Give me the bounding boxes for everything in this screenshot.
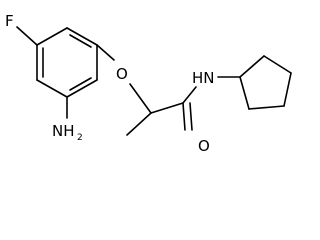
cyclopentane-ring (239, 55, 292, 110)
cp-bond-3 (283, 72, 292, 107)
atom-amine-nh: NH (52, 122, 75, 140)
benzene-ring (36, 27, 98, 98)
bond-c-f (16, 26, 38, 46)
bond-c-o-ether (96, 44, 115, 61)
ring-double-bond-1 (69, 34, 92, 48)
bond-ch-methyl (126, 112, 152, 136)
cp-bond-5 (239, 76, 250, 110)
ring-bond-1 (66, 27, 98, 46)
bond-carbonyl-n (182, 86, 197, 104)
atom-amine-subscript: 2 (77, 133, 83, 143)
atom-amide-nh: HN (192, 69, 215, 87)
bond-carbonyl-o-2 (189, 102, 193, 131)
cp-bond-2 (263, 55, 292, 74)
cp-bond-1 (239, 55, 265, 78)
bond-o-ch (129, 83, 152, 114)
cp-bond-4 (248, 105, 285, 110)
ring-double-bond-2 (69, 77, 92, 91)
ring-bond-4 (36, 79, 68, 98)
molecule-structure: F O HN O NH 2 (5, 12, 292, 155)
ring-bond-6 (36, 27, 68, 46)
ring-bond-3 (66, 79, 98, 98)
bond-ch-carbonyl (150, 102, 184, 114)
atom-carbonyl-oxygen: O (198, 137, 210, 155)
atom-fluorine: F (5, 12, 14, 30)
atom-ether-oxygen: O (116, 65, 128, 83)
bond-carbonyl-o-1 (182, 102, 186, 131)
